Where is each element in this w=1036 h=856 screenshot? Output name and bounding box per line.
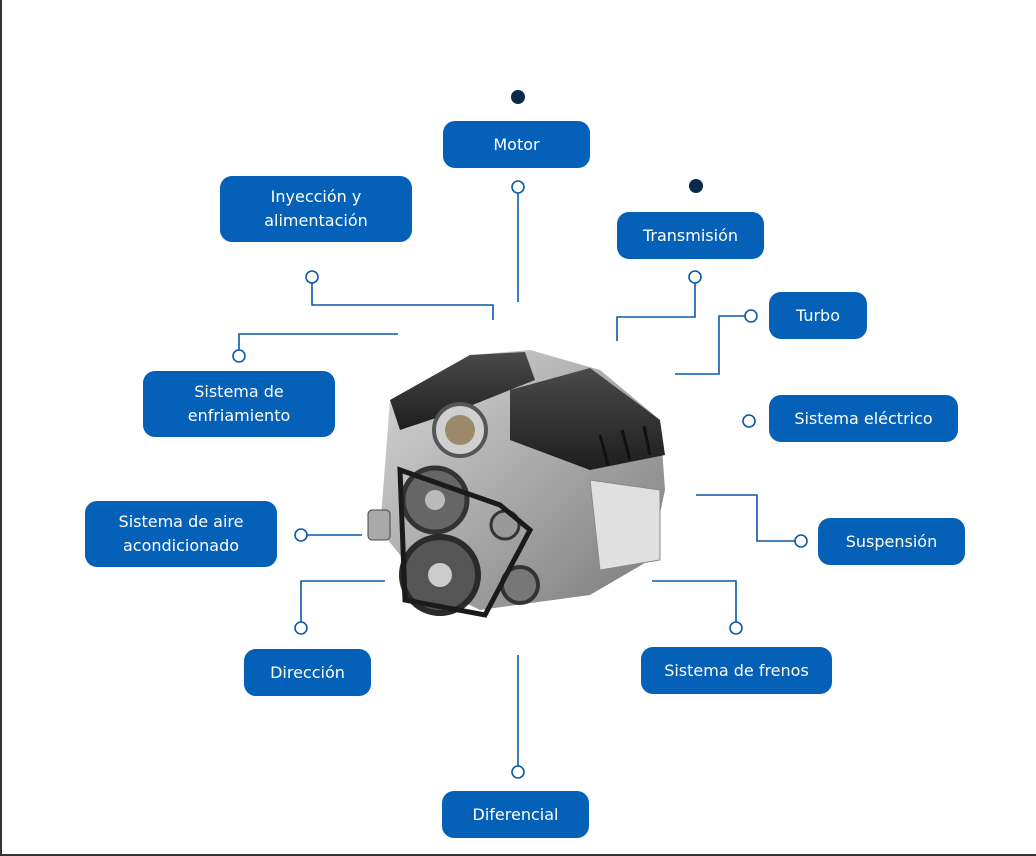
node-label-line2: acondicionado — [122, 536, 240, 555]
dot-marker — [511, 90, 525, 104]
node-diferencial[interactable]: Diferencial — [442, 791, 589, 838]
engine-image — [367, 350, 665, 618]
node-label-line1: Sistema de aire — [118, 512, 244, 531]
connector-frenos — [652, 580, 737, 622]
connector-node — [794, 534, 808, 548]
connector-node — [232, 349, 246, 363]
connector-transmision — [616, 283, 696, 341]
connector-node — [688, 270, 702, 284]
node-label: Turbo — [795, 305, 840, 325]
connector-turbo — [675, 315, 745, 375]
connector-inyeccion — [311, 283, 494, 320]
node-label: Suspensión — [845, 531, 938, 551]
connector-node — [744, 309, 758, 323]
node-label: Diferencial — [472, 804, 559, 824]
connector-node — [294, 621, 308, 635]
node-label: Transmisión — [642, 225, 739, 245]
node-label: Dirección — [270, 662, 345, 682]
node-frenos[interactable]: Sistema de frenos — [641, 647, 832, 694]
node-inyeccion[interactable]: Inyección y alimentación — [220, 176, 412, 242]
node-electrico[interactable]: Sistema eléctrico — [769, 395, 958, 442]
connector-enfriamiento — [238, 333, 398, 350]
node-motor[interactable]: Motor — [443, 121, 590, 168]
connector-node — [511, 765, 525, 779]
connector-node — [742, 414, 756, 428]
node-transmision[interactable]: Transmisión — [617, 212, 764, 259]
node-label: Motor — [493, 134, 540, 154]
node-aire[interactable]: Sistema de aire acondicionado — [85, 501, 277, 567]
node-label: Sistema de frenos — [664, 660, 809, 680]
node-label: Sistema eléctrico — [794, 408, 933, 428]
node-label-line2: enfriamiento — [187, 406, 291, 425]
connector-direccion — [300, 580, 385, 622]
connector-node — [294, 528, 308, 542]
connector-suspension — [696, 494, 795, 542]
connector-node — [305, 270, 319, 284]
node-enfriamiento[interactable]: Sistema de enfriamiento — [143, 371, 335, 437]
node-label-line2: alimentación — [264, 211, 368, 230]
node-label-line1: Sistema de — [194, 382, 284, 401]
dot-marker — [689, 179, 703, 193]
connector-node — [729, 621, 743, 635]
node-suspension[interactable]: Suspensión — [818, 518, 965, 565]
node-label-line1: Inyección y — [270, 187, 362, 206]
node-direccion[interactable]: Dirección — [244, 649, 371, 696]
connector-node — [511, 180, 525, 194]
node-turbo[interactable]: Turbo — [769, 292, 867, 339]
